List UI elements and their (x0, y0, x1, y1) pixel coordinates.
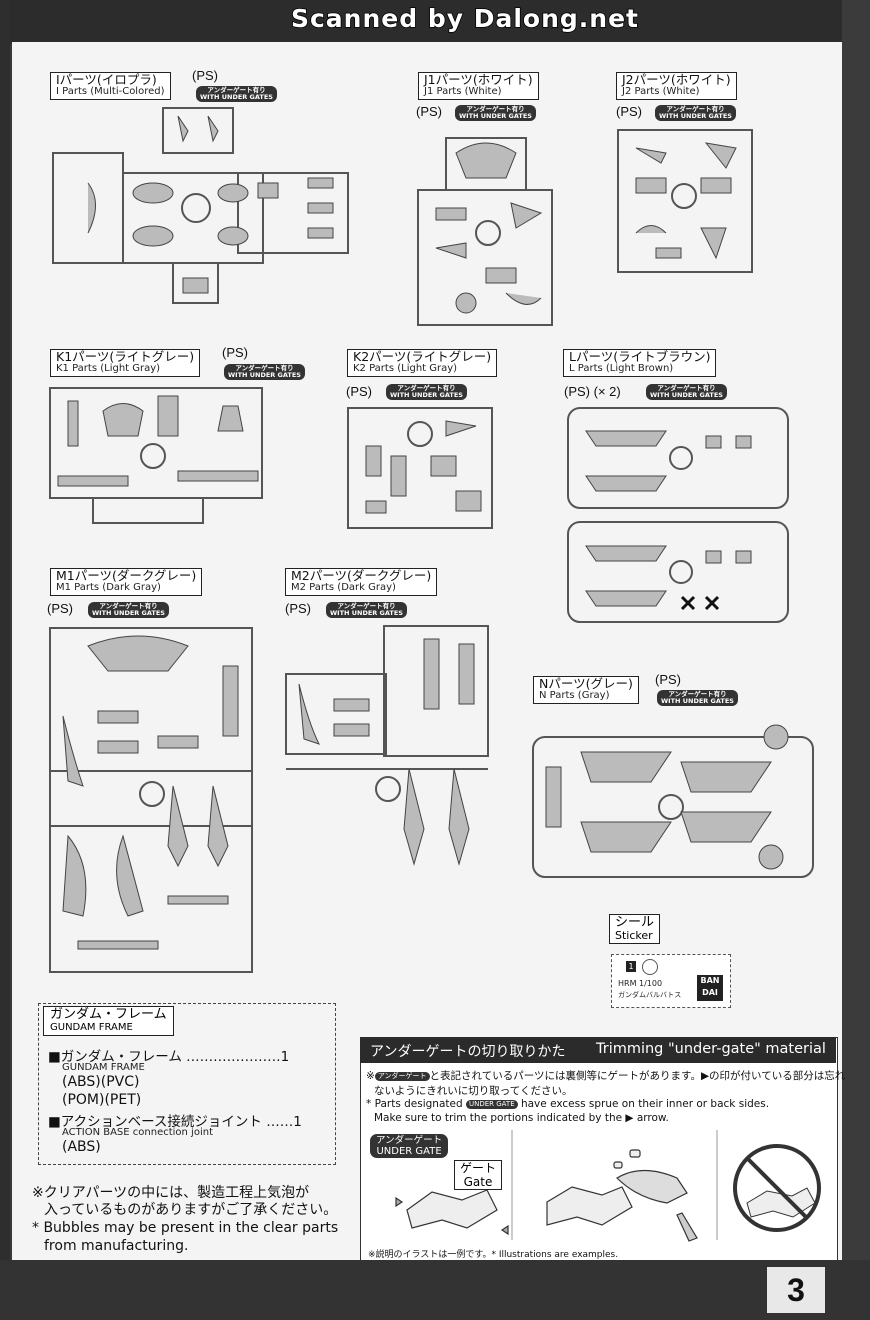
scan-credit: Scanned by Dalong.net (290, 3, 639, 34)
sticker-label: シール Sticker (609, 914, 661, 944)
runner-label-j2: J2パーツ(ホワイト) J2 Parts (White) (616, 72, 737, 100)
scan-border-bottom (0, 1260, 870, 1320)
trimming-title-jp: アンダーゲートの切り取りかた (370, 1044, 566, 1060)
under-gate-inline-badge: アンダーゲート (374, 1071, 430, 1081)
sticker-line2: ガンダムバルバトス (618, 991, 682, 999)
sticker-line1: HRM 1/100 (618, 979, 663, 988)
trimming-jp-line-1: ※アンダーゲートと表記されているパーツには裏側等にゲートがあります。▶の印が付い… (366, 1070, 846, 1082)
trimming-jp-line-2: ないようにきれいに切り取ってください。 (374, 1085, 573, 1097)
ps-label-l: (PS) (× 2) (564, 384, 621, 399)
trimming-header: アンダーゲートの切り取りかた Trimming "under-gate" mat… (360, 1037, 836, 1063)
frame-item-1-material-2: (POM)(PET) (62, 1092, 142, 1108)
part-with-gate-illustration (395, 1189, 509, 1236)
runner-label-j1: J1パーツ(ホワイト) J1 Parts (White) (418, 72, 539, 100)
prohibited-illustration (733, 1144, 821, 1232)
page-number: 3 (767, 1267, 825, 1313)
ps-label-k2: (PS) (346, 384, 372, 399)
sticker-decal (642, 959, 658, 975)
frame-item-1: ■ガンダム・フレーム …………………1 (48, 1049, 290, 1065)
runner-diagram-i (52, 107, 349, 304)
runner-label-i: Iパーツ(イロプラ) I Parts (Multi-Colored) (50, 72, 171, 100)
frame-item-2: ■アクションベース接続ジョイント ……1 (48, 1114, 302, 1130)
gundam-frame-box (38, 1003, 336, 1165)
runner-diagram-k1 (49, 387, 263, 524)
frame-item-1-material-1: (ABS)(PVC) (62, 1074, 140, 1090)
ps-label-m1: (PS) (47, 601, 73, 616)
runner-diagram-m2 (285, 625, 489, 866)
sticker-number: 1 (626, 961, 636, 972)
trimming-illustrations (395, 1130, 821, 1242)
runner-label-k2: K2パーツ(ライトグレー) K2 Parts (Light Gray) (347, 349, 498, 377)
scan-border-right (842, 0, 870, 1320)
trimming-title-en: Trimming "under-gate" material (596, 1041, 826, 1057)
ps-label-k1: (PS) (222, 345, 248, 360)
runner-diagram-k2 (347, 407, 493, 529)
scan-border-left (0, 0, 10, 1320)
runner-label-en: I Parts (Multi-Colored) (56, 86, 165, 97)
ps-label-j2: (PS) (616, 104, 642, 119)
runner-label-m1: M1パーツ(ダークグレー) M1 Parts (Dark Gray) (50, 568, 203, 596)
runner-diagram-j2 (617, 129, 753, 273)
runner-diagram-l (567, 407, 789, 623)
runner-label-k1: K1パーツ(ライトグレー) K1 Parts (Light Gray) (50, 349, 201, 377)
runner-diagram-m1 (49, 627, 253, 973)
under-gate-tag: アンダーゲート UNDER GATE (370, 1134, 449, 1158)
frame-item-2-material: (ABS) (62, 1139, 101, 1155)
frame-item-2-en: ACTION BASE connection joint (62, 1127, 213, 1138)
clear-note-jp-1: ※クリアパーツの中には、製造工程上気泡が (32, 1185, 310, 1201)
scan-border-top (0, 0, 870, 44)
clear-note-en-1: * Bubbles may be present in the clear pa… (32, 1220, 339, 1236)
ps-label-j1: (PS) (416, 104, 442, 119)
cutting-illustration (546, 1149, 698, 1242)
runner-diagram-j1 (417, 137, 553, 326)
ps-label-n: (PS) (655, 672, 681, 687)
under-gate-inline-badge: UNDER GATE (465, 1099, 518, 1109)
runner-label-jp: Iパーツ(イロプラ) (56, 72, 157, 87)
trimming-en-line-2: Make sure to trim the portions indicated… (374, 1112, 669, 1124)
runner-diagram-n (532, 724, 814, 878)
runner-label-m2: M2パーツ(ダークグレー) M2 Parts (Dark Gray) (285, 568, 438, 596)
gundam-frame-title: ガンダム・フレーム GUNDAM FRAME (43, 1006, 174, 1036)
frame-item-1-en: GUNDAM FRAME (62, 1062, 145, 1073)
runner-label-l: Lパーツ(ライトブラウン) L Parts (Light Brown) (563, 349, 717, 377)
ps-label-m2: (PS) (285, 601, 311, 616)
trimming-footnote: ※説明のイラストは一例です。* Illustrations are exampl… (368, 1250, 619, 1260)
clear-note-en-2: from manufacturing. (44, 1238, 189, 1254)
runner-label-n: Nパーツ(グレー) N Parts (Gray) (533, 676, 639, 704)
ps-label-i: (PS) (192, 68, 218, 83)
trimming-en-line-1: * Parts designated UNDER GATE have exces… (366, 1098, 770, 1110)
gate-callout: ゲート Gate (454, 1160, 503, 1190)
clear-note-jp-2: 入っているものがありますがご了承ください。 (44, 1202, 338, 1218)
